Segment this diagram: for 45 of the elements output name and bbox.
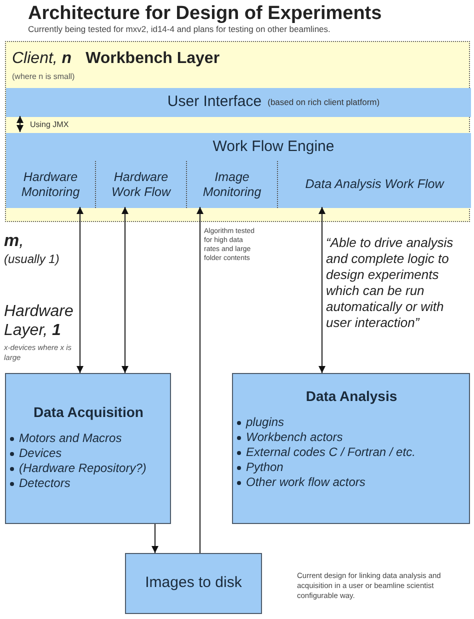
box-title: Images to disk — [145, 573, 242, 594]
layer-name: Client, n — [12, 49, 72, 69]
title: Architecture for Design of Experiments — [28, 2, 382, 26]
module-cell — [187, 161, 278, 208]
note-text: m, — [4, 230, 24, 252]
layer-panel — [5, 41, 470, 222]
band-note: (based on rich client platform) — [268, 96, 380, 109]
list-item: Devices — [19, 446, 62, 461]
edge-label: Using JMX — [30, 120, 69, 130]
layer-band — [6, 133, 471, 161]
layer-note: (where n is small) — [12, 71, 76, 83]
note-text: “Able to drive analysis and complete logic to design experiments which can be run automatically or with user interaction” — [326, 235, 454, 331]
module-cell — [96, 161, 187, 208]
band-title: Work Flow Engine — [212, 136, 334, 157]
module-cell — [6, 161, 96, 208]
component-box — [125, 553, 262, 614]
note-text: (usually 1) — [4, 251, 60, 268]
list-item: Other work flow actors — [246, 475, 366, 490]
list-item: Motors and Macros — [19, 431, 122, 446]
band-title: User Interface — [167, 92, 262, 112]
layer-title: Workbench Layer — [86, 49, 220, 69]
module-label: Hardware Work Flow — [110, 170, 172, 200]
subtitle: Currently being tested for mxv2, id14-4 and plans for testing on other beamlines. — [28, 23, 330, 36]
module-label: Hardware Monitoring — [20, 170, 81, 200]
box-title: Data Acquisition — [34, 403, 144, 422]
module-label: Image Monitoring — [202, 170, 262, 200]
module-cell — [278, 161, 471, 208]
list-item: Workbench actors — [246, 430, 343, 445]
list-item: External codes C / Fortran / etc. — [246, 445, 416, 460]
box-title: Data Analysis — [306, 387, 398, 406]
list-item: plugins — [246, 415, 284, 430]
arrow — [152, 524, 158, 553]
arrow — [76, 207, 84, 373]
note-text: Hardware Layer, 1 — [4, 302, 74, 340]
component-box — [5, 373, 171, 524]
component-box — [232, 373, 470, 524]
module-label: Data Analysis Work Flow — [305, 177, 444, 192]
arrow — [318, 207, 326, 373]
list-item: Detectors — [19, 476, 70, 491]
arrow — [16, 116, 24, 132]
arrow — [196, 207, 204, 553]
list-item: Python — [246, 460, 284, 475]
arrow — [122, 207, 128, 373]
layer-band — [6, 88, 471, 117]
list-item: (Hardware Repository?) — [19, 461, 146, 476]
